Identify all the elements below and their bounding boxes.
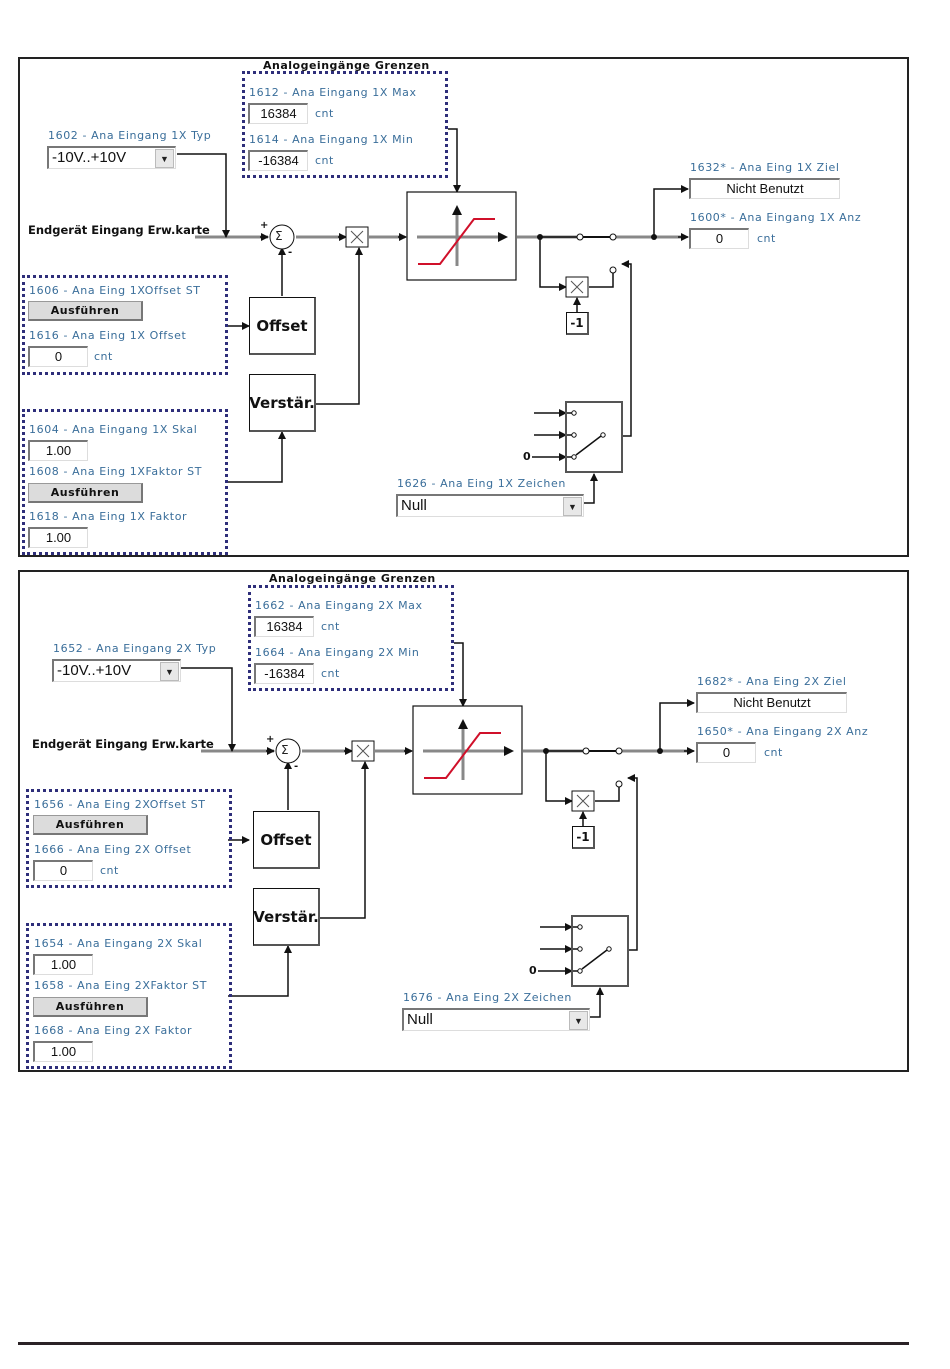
signal-wires: [177, 642, 695, 1018]
chevron-down-icon[interactable]: ▼: [155, 149, 174, 168]
sum-junction: [275, 738, 301, 764]
offset-block: Offset: [253, 811, 320, 869]
sign-label: 1676 - Ana Eing 2X Zeichen: [403, 991, 572, 1004]
offset-group: [26, 789, 232, 888]
gain-block: Verstär.: [253, 888, 320, 946]
max-unit: cnt: [321, 620, 340, 633]
limits-group-title: Analogeingänge Grenzen: [269, 572, 436, 585]
minus-sign: -: [288, 247, 293, 258]
type-value: -10V..+10V: [57, 662, 132, 679]
limiter-curve: [424, 732, 501, 779]
limits-group: [248, 585, 454, 691]
display-unit: cnt: [757, 232, 776, 245]
min-unit: cnt: [321, 667, 340, 680]
sign-value: Null: [401, 497, 427, 514]
type-select[interactable]: -10V..+10V ▼: [47, 146, 176, 169]
factor-execute-button[interactable]: Ausführen: [33, 997, 148, 1017]
offset-exec-label: 1606 - Ana Eing 1XOffset ST: [29, 284, 201, 297]
offset-execute-button[interactable]: Ausführen: [28, 301, 143, 321]
min-label: 1664 - Ana Eingang 2X Min: [255, 646, 420, 659]
input-source-label: Endgerät Eingang Erw.karte: [32, 737, 214, 751]
max-unit: cnt: [315, 107, 334, 120]
offset-exec-label: 1656 - Ana Eing 2XOffset ST: [34, 798, 206, 811]
min-input[interactable]: -16384: [254, 663, 314, 684]
factor-input[interactable]: 1.00: [33, 1041, 93, 1062]
input-source-label: Endgerät Eingang Erw.karte: [28, 223, 210, 237]
offset-label: 1666 - Ana Eing 2X Offset: [34, 843, 192, 856]
display-label: 1650* - Ana Eingang 2X Anz: [697, 725, 869, 738]
type-label: 1602 - Ana Eingang 1X Typ: [48, 129, 212, 142]
chevron-down-icon[interactable]: ▼: [563, 497, 582, 516]
chevron-down-icon[interactable]: ▼: [569, 1011, 588, 1030]
gain-block: Verstär.: [249, 374, 316, 432]
max-label: 1662 - Ana Eingang 2X Max: [255, 599, 423, 612]
target-field[interactable]: Nicht Benutzt: [696, 692, 847, 713]
sum-icon: Σ: [281, 743, 289, 757]
limiter-curve: [418, 218, 495, 265]
chevron-down-icon[interactable]: ▼: [160, 662, 179, 681]
factor-execute-button[interactable]: Ausführen: [28, 483, 143, 503]
display-label: 1600* - Ana Eingang 1X Anz: [690, 211, 862, 224]
limits-group-title: Analogeingänge Grenzen: [263, 59, 430, 72]
type-value: -10V..+10V: [52, 149, 127, 166]
offset-input[interactable]: 0: [28, 346, 88, 367]
type-select[interactable]: -10V..+10V ▼: [52, 659, 181, 682]
display-field: 0: [689, 228, 749, 249]
factor-exec-label: 1608 - Ana Eing 1XFaktor ST: [29, 465, 203, 478]
limits-group: [242, 71, 448, 178]
sign-label: 1626 - Ana Eing 1X Zeichen: [397, 477, 566, 490]
target-label: 1632* - Ana Eing 1X Ziel: [690, 161, 840, 174]
sum-junction: [269, 224, 295, 250]
offset-unit: cnt: [94, 350, 113, 363]
offset-execute-button[interactable]: Ausführen: [33, 815, 148, 835]
sign-value: Null: [407, 1011, 433, 1028]
minus-sign: -: [294, 761, 299, 772]
max-label: 1612 - Ana Eingang 1X Max: [249, 86, 417, 99]
offset-block: Offset: [249, 297, 316, 355]
zero-input-label: 0: [529, 964, 537, 977]
gain-group: [22, 409, 228, 555]
signal-wires: [177, 128, 689, 504]
factor-input[interactable]: 1.00: [28, 527, 88, 548]
target-label: 1682* - Ana Eing 2X Ziel: [697, 675, 847, 688]
plus-sign: +: [260, 220, 269, 231]
max-input[interactable]: 16384: [254, 616, 314, 637]
analog-input-1-diagram: Analogeingänge Grenzen 1612 - Ana Eingan…: [18, 57, 909, 557]
display-unit: cnt: [764, 746, 783, 759]
scale-label: 1604 - Ana Eingang 1X Skal: [29, 423, 198, 436]
min-input[interactable]: -16384: [248, 150, 308, 171]
factor-label: 1668 - Ana Eing 2X Faktor: [34, 1024, 193, 1037]
type-label: 1652 - Ana Eingang 2X Typ: [53, 642, 217, 655]
offset-label: 1616 - Ana Eing 1X Offset: [29, 329, 187, 342]
display-field: 0: [696, 742, 756, 763]
plus-sign: +: [266, 734, 275, 745]
sum-icon: Σ: [275, 229, 283, 243]
sign-select[interactable]: Null ▼: [396, 494, 584, 517]
scale-label: 1654 - Ana Eingang 2X Skal: [34, 937, 203, 950]
offset-unit: cnt: [100, 864, 119, 877]
minus-one-block: -1: [566, 312, 589, 335]
target-field[interactable]: Nicht Benutzt: [689, 178, 840, 199]
offset-input[interactable]: 0: [33, 860, 93, 881]
footer-rule: [18, 1342, 909, 1345]
scale-input[interactable]: 1.00: [28, 440, 88, 461]
offset-group: [22, 275, 228, 375]
max-input[interactable]: 16384: [248, 103, 308, 124]
min-label: 1614 - Ana Eingang 1X Min: [249, 133, 414, 146]
min-unit: cnt: [315, 154, 334, 167]
sign-select[interactable]: Null ▼: [402, 1008, 590, 1031]
minus-one-block: -1: [572, 826, 595, 849]
scale-input[interactable]: 1.00: [33, 954, 93, 975]
gain-group: [26, 923, 232, 1069]
zero-input-label: 0: [523, 450, 531, 463]
analog-input-2-diagram: Analogeingänge Grenzen 1662 - Ana Eingan…: [18, 570, 909, 1072]
factor-exec-label: 1658 - Ana Eing 2XFaktor ST: [34, 979, 208, 992]
factor-label: 1618 - Ana Eing 1X Faktor: [29, 510, 188, 523]
